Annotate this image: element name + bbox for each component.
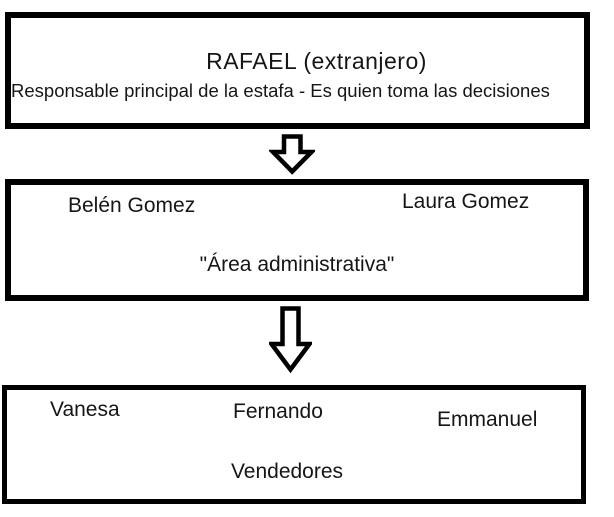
rafael-box-subtitle: Responsable principal de la estafa - Es … (11, 80, 550, 101)
administrative-box: Belén Gomez Laura Gomez "Área administra… (5, 179, 589, 301)
seller-name-fernando: Fernando (233, 400, 323, 423)
admin-box-label: "Área administrativa" (199, 253, 395, 276)
seller-name-vanesa: Vanesa (50, 398, 120, 421)
vendedores-box-label: Vendedores (230, 460, 344, 483)
rafael-box-title: RAFAEL (extranjero) (206, 48, 427, 74)
admin-name-laura: Laura Gomez (402, 190, 530, 213)
down-arrow-icon (269, 134, 315, 175)
down-arrow-icon (269, 306, 312, 373)
rafael-box: RAFAEL (extranjero) Responsable principa… (5, 12, 590, 129)
vendedores-box: Vanesa Fernando Emmanuel Vendedores (2, 385, 586, 504)
admin-name-belen: Belén Gomez (68, 194, 196, 217)
seller-name-emmanuel: Emmanuel (437, 408, 538, 431)
